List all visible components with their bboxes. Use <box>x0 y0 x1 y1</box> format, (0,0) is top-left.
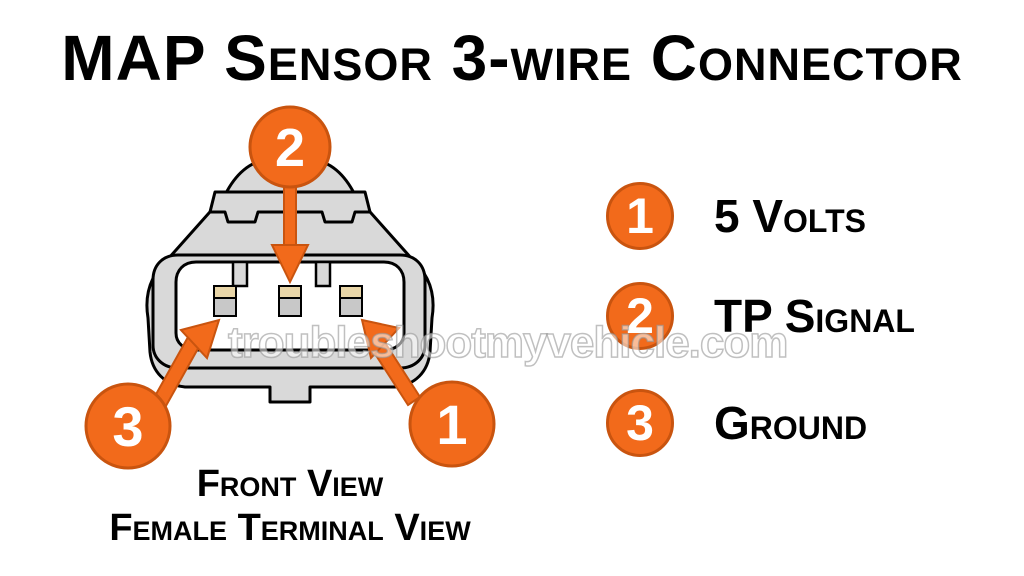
terminal-1 <box>339 285 363 317</box>
keying-rib <box>231 260 249 288</box>
legend-label-3: Ground <box>714 397 868 449</box>
arrow-2 <box>270 177 310 285</box>
legend-item-1: 1 5 Volts <box>606 181 866 251</box>
watermark: troubleshootmyvehicle.com <box>227 317 789 368</box>
caption-front-view: Front View <box>196 463 384 505</box>
legend-number-3: 3 <box>606 389 674 457</box>
callout-3: 3 <box>84 382 172 470</box>
legend-item-2: 2 TP Signal <box>606 281 915 351</box>
callout-1-label: 1 <box>436 393 467 456</box>
terminal-2 <box>278 285 302 317</box>
legend-label-2: TP Signal <box>714 290 915 342</box>
page-title: MAP Sensor 3-wire Connector <box>61 22 963 94</box>
keying-rib <box>314 260 332 288</box>
legend-label-1: 5 Volts <box>714 190 866 242</box>
callout-1: 1 <box>408 380 496 468</box>
legend-number-1: 1 <box>606 182 674 250</box>
callout-3-label: 3 <box>112 395 143 458</box>
caption-terminal-view: Female Terminal View <box>109 507 471 549</box>
legend-item-3: 3 Ground <box>606 388 867 458</box>
arrow-3 <box>148 318 221 415</box>
legend-number-2: 2 <box>606 282 674 350</box>
callout-2: 2 <box>248 105 332 189</box>
callout-2-label: 2 <box>275 118 305 178</box>
terminal-3 <box>213 285 237 317</box>
